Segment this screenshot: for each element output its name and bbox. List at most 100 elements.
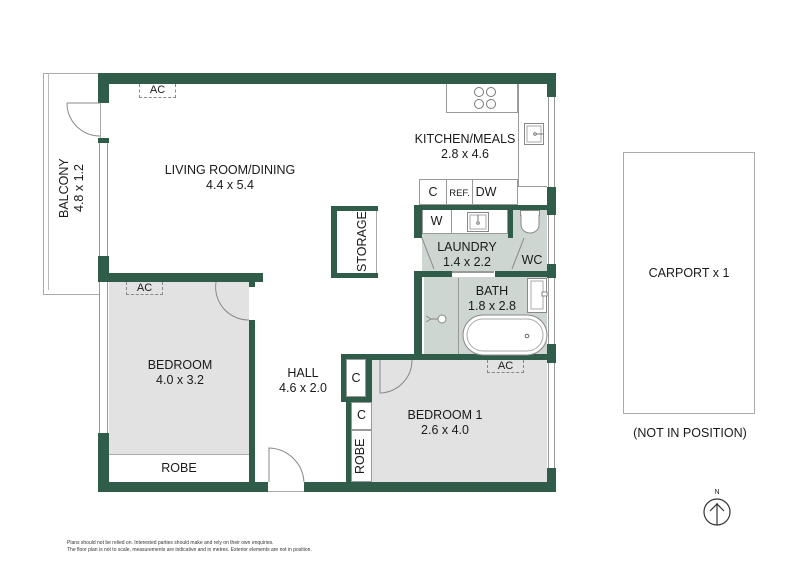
bedroom-name: BEDROOM <box>147 358 213 372</box>
storage-label: STORAGE <box>355 211 369 272</box>
wall-laundry-top <box>414 205 556 210</box>
bedroom1-size: 2.6 x 4.0 <box>421 423 469 437</box>
window-right-kitchen <box>548 97 555 187</box>
wall-top <box>98 73 556 84</box>
window-right-bath <box>548 278 555 344</box>
wall-storage-left <box>331 206 337 278</box>
robe2-label: ROBE <box>353 438 367 474</box>
ref-divider <box>446 179 447 205</box>
wall-bath-left <box>414 271 422 360</box>
kitchen-size: 2.8 x 4.6 <box>441 147 489 161</box>
fridge-label: REF. <box>449 188 470 199</box>
laundry-sink-icon <box>467 212 489 232</box>
kitchen-label: KITCHEN/MEALS 2.8 x 4.6 <box>403 132 527 162</box>
carport <box>623 152 755 414</box>
balcony-label: BALCONY 4.8 x 1.2 <box>57 148 87 228</box>
ac-bedroom-label: AC <box>136 282 153 294</box>
bedroom1-door[interactable] <box>379 359 415 396</box>
kitchen-name: KITCHEN/MEALS <box>414 132 516 146</box>
ac-bedroom1-label: AC <box>497 360 514 372</box>
disclaimer-line1: Plans should not be relied on. Intereste… <box>67 540 274 546</box>
bedroom1-label: BEDROOM 1 2.6 x 4.0 <box>385 408 505 438</box>
balcony-door[interactable] <box>66 102 106 143</box>
balcony-name: BALCONY <box>57 158 71 218</box>
kitchen-cupboard: C <box>428 185 438 199</box>
wc-label: WC <box>521 253 543 267</box>
wall-storage-top <box>331 206 378 211</box>
bedroom1-floor <box>372 360 547 482</box>
wall-bedroom-right-top <box>249 273 255 287</box>
hall-name: HALL <box>287 366 319 380</box>
hall-label: HALL 4.6 x 2.0 <box>268 366 338 396</box>
hall-cupboard: C <box>351 371 361 385</box>
disclaimer-line2: The floor plan is not to scale, measurem… <box>67 547 312 553</box>
balcony-size: 4.8 x 1.2 <box>72 164 86 212</box>
carport-label: CARPORT x 1 <box>648 266 730 280</box>
bedroom-size: 4.0 x 3.2 <box>156 373 204 387</box>
window-right-wc <box>548 215 555 264</box>
living-label: LIVING ROOM/DINING 4.4 x 5.4 <box>150 163 310 193</box>
ac-bedroom <box>126 282 163 295</box>
front-door-gap <box>268 482 304 492</box>
ac-bedroom1 <box>487 360 524 373</box>
balcony-inner-line <box>48 73 49 290</box>
living-name: LIVING ROOM/DINING <box>164 163 296 177</box>
living-size: 4.4 x 5.4 <box>206 178 254 192</box>
bath-label: BATH 1.8 x 2.8 <box>460 284 524 314</box>
balcony <box>43 73 101 295</box>
wall-closet-left <box>346 402 351 492</box>
wall-wc-left <box>508 205 513 238</box>
dishwasher-label: DW <box>475 185 497 199</box>
laundry-label: LAUNDRY 1.4 x 2.2 <box>424 240 510 270</box>
bedroom-label: BEDROOM 4.0 x 3.2 <box>130 358 230 388</box>
laundry-name: LAUNDRY <box>437 240 497 254</box>
wall-right-bottom <box>547 468 556 492</box>
washer-label: W <box>430 214 443 228</box>
laundry-floor <box>422 234 514 271</box>
bathtub-icon <box>462 314 548 356</box>
laundry-size: 1.4 x 2.2 <box>443 255 491 269</box>
dw-divider <box>472 179 473 205</box>
bedroom1-name: BEDROOM 1 <box>407 408 483 422</box>
compass-label: N <box>714 489 720 496</box>
laundry-door[interactable] <box>421 237 552 274</box>
wall-bath-top-right <box>495 271 556 277</box>
ac-living-label: AC <box>149 84 166 96</box>
wall-right-pillar3 <box>547 344 556 363</box>
shower-head-icon <box>425 314 447 324</box>
bath-name: BATH <box>475 284 509 298</box>
wall-bedroom-right <box>249 320 255 492</box>
carport-note: (NOT IN POSITION) <box>633 426 747 440</box>
wall-bath-top-left <box>414 271 452 277</box>
robe-fill <box>109 455 249 482</box>
window-left-living <box>99 143 108 256</box>
ac-living <box>139 84 176 98</box>
wall-left-top <box>98 73 109 103</box>
robe2-box <box>351 430 372 482</box>
hall-size: 4.6 x 2.0 <box>279 381 327 395</box>
closet-c1 <box>346 359 366 397</box>
wall-right-pillar1 <box>547 187 556 215</box>
vanity-icon <box>527 278 548 313</box>
wall-closet-mid <box>341 397 371 402</box>
wall-bottom <box>98 482 556 492</box>
kitchen-bench-bottom <box>419 179 518 205</box>
wall-bath-bottom <box>343 354 556 360</box>
north-arrow-icon <box>703 498 731 526</box>
closet-c2 <box>351 402 372 430</box>
wall-storage-bottom <box>331 273 378 278</box>
front-door[interactable] <box>268 447 308 487</box>
bedroom-door[interactable] <box>215 281 252 322</box>
bath-size: 1.8 x 2.8 <box>468 299 516 313</box>
laundry-bench <box>422 210 508 234</box>
robe-divider <box>109 454 249 455</box>
shower-screen <box>458 278 459 354</box>
window-left-bedroom <box>99 282 108 433</box>
storage-edge <box>376 211 377 273</box>
wall-left-mid <box>98 138 109 143</box>
toilet-icon <box>520 210 540 234</box>
washer-divider <box>451 210 452 234</box>
wall-closet-left-top <box>341 354 346 402</box>
wall-closet-top <box>341 354 379 359</box>
wall-left-bottom <box>98 433 109 492</box>
